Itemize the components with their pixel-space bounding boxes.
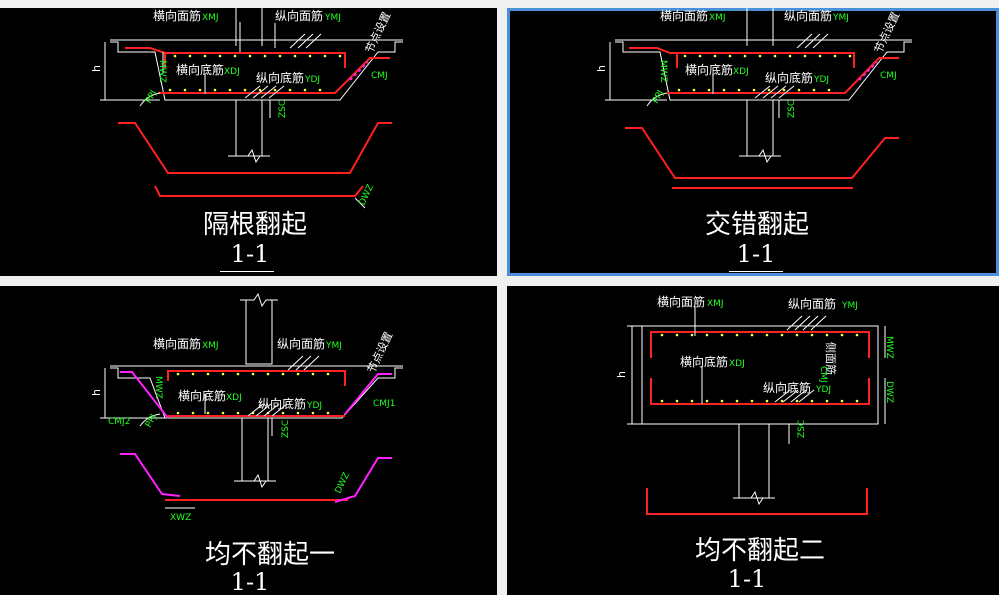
section-drawing: 横向面筋 XMJ 纵向面筋 YMJ 横向底筋 XDJ 纵向底筋 YDJ h 侧面…: [615, 294, 894, 515]
svg-text:ZSC: ZSC: [797, 420, 807, 438]
svg-text:CMJ: CMJ: [371, 71, 388, 81]
svg-text:YMJ: YMJ: [832, 13, 849, 23]
panel-jun1[interactable]: 横向面筋 XMJ 纵向面筋 YMJ 横向底筋 XDJ 纵向底筋 YDJ MWZ …: [0, 286, 497, 595]
svg-text:纵向底筋: 纵向底筋: [763, 380, 811, 395]
svg-text:YDJ: YDJ: [815, 385, 831, 395]
svg-text:YDJ: YDJ: [813, 75, 829, 85]
svg-text:MWZ: MWZ: [658, 60, 668, 83]
svg-text:YMJ: YMJ: [324, 13, 341, 23]
svg-text:DWZ: DWZ: [884, 381, 894, 403]
rebar-dots: [168, 54, 342, 92]
panel-title: 隔根翻起: [202, 210, 307, 240]
section-label: 1-1: [736, 240, 776, 268]
svg-text:YDJ: YDJ: [306, 401, 322, 411]
svg-text:ZSC: ZSC: [787, 100, 797, 118]
svg-text:XDJ: XDJ: [729, 359, 745, 369]
svg-text:横向底筋: 横向底筋: [680, 354, 728, 369]
svg-text:侧面筋: 侧面筋: [824, 342, 838, 375]
svg-text:ZSC: ZSC: [278, 100, 288, 118]
svg-text:h: h: [90, 65, 103, 72]
panel-title: 均不翻起二: [694, 536, 825, 566]
section-underline: [220, 271, 274, 272]
svg-text:PPJ: PPJ: [144, 89, 159, 106]
svg-text:MWZ: MWZ: [153, 376, 163, 399]
panel-jiaocuo[interactable]: 横向面筋 XMJ 纵向面筋 YMJ 横向底筋 XDJ 纵向底筋 YDJ MWZ …: [507, 8, 999, 276]
svg-text:节点设置: 节点设置: [872, 10, 902, 55]
svg-text:纵向面筋: 纵向面筋: [275, 8, 323, 23]
svg-text:XMJ: XMJ: [707, 299, 724, 309]
svg-text:纵向底筋: 纵向底筋: [765, 70, 813, 85]
svg-text:XDJ: XDJ: [224, 67, 240, 77]
svg-text:横向底筋: 横向底筋: [176, 62, 224, 77]
section-drawing: 横向面筋 XMJ 纵向面筋 YMJ 横向底筋 XDJ 纵向底筋 YDJ MWZ …: [595, 8, 912, 189]
svg-text:PPJ: PPJ: [144, 413, 159, 430]
svg-text:h: h: [615, 371, 628, 378]
svg-text:纵向面筋: 纵向面筋: [788, 296, 836, 311]
svg-text:横向底筋: 横向底筋: [178, 388, 226, 403]
svg-text:h: h: [595, 65, 608, 72]
section-drawing: 横向面筋 XMJ 纵向面筋 YMJ 横向底筋 XDJ 纵向底筋 YDJ MWZ …: [90, 292, 403, 523]
svg-text:MWZ: MWZ: [157, 60, 167, 83]
section-drawing: 横向面筋 XMJ 纵向面筋 YMJ 横向底筋 XDJ 纵向底筋 YDJ MWZ …: [90, 8, 403, 209]
svg-text:横向面筋: 横向面筋: [657, 294, 705, 309]
svg-text:CMJ1: CMJ1: [373, 399, 395, 409]
svg-text:DWZ: DWZ: [334, 471, 352, 495]
section-label: 1-1: [230, 240, 270, 268]
svg-text:MWZ: MWZ: [884, 336, 894, 359]
svg-text:横向面筋: 横向面筋: [660, 8, 708, 23]
panel-geban[interactable]: 横向面筋 XMJ 纵向面筋 YMJ 横向底筋 XDJ 纵向底筋 YDJ MWZ …: [0, 8, 497, 276]
svg-text:CMJ2: CMJ2: [108, 417, 130, 427]
svg-text:PPJ: PPJ: [651, 89, 666, 106]
svg-text:节点设置: 节点设置: [363, 10, 393, 55]
section-label: 1-1: [727, 565, 767, 593]
svg-text:纵向底筋: 纵向底筋: [256, 70, 304, 85]
svg-text:XMJ: XMJ: [202, 341, 219, 351]
panel-title: 均不翻起一: [204, 540, 335, 570]
svg-text:h: h: [90, 389, 103, 396]
svg-text:横向面筋: 横向面筋: [153, 336, 201, 351]
svg-text:横向底筋: 横向底筋: [685, 62, 733, 77]
svg-text:DWZ: DWZ: [358, 183, 376, 207]
panel-title: 交错翻起: [704, 210, 809, 240]
svg-text:纵向底筋: 纵向底筋: [258, 396, 306, 411]
svg-text:ZSC: ZSC: [281, 420, 291, 438]
panel-jun2[interactable]: 横向面筋 XMJ 纵向面筋 YMJ 横向底筋 XDJ 纵向底筋 YDJ h 侧面…: [507, 286, 999, 595]
svg-text:XDJ: XDJ: [226, 393, 242, 403]
svg-text:YDJ: YDJ: [304, 75, 320, 85]
svg-text:CMJ: CMJ: [818, 366, 828, 383]
section-underline: [729, 271, 783, 272]
section-label: 1-1: [230, 568, 270, 595]
svg-text:CMJ: CMJ: [880, 71, 897, 81]
svg-text:YMJ: YMJ: [325, 341, 342, 351]
svg-text:YMJ: YMJ: [841, 301, 858, 311]
svg-text:节点设置: 节点设置: [365, 330, 395, 375]
svg-text:XMJ: XMJ: [709, 13, 726, 23]
svg-text:XDJ: XDJ: [733, 67, 749, 77]
svg-text:纵向面筋: 纵向面筋: [277, 336, 325, 351]
svg-text:XWZ: XWZ: [170, 513, 191, 523]
svg-text:XMJ: XMJ: [202, 13, 219, 23]
label-top-trans: 横向面筋: [153, 8, 201, 23]
svg-text:纵向面筋: 纵向面筋: [784, 8, 832, 23]
